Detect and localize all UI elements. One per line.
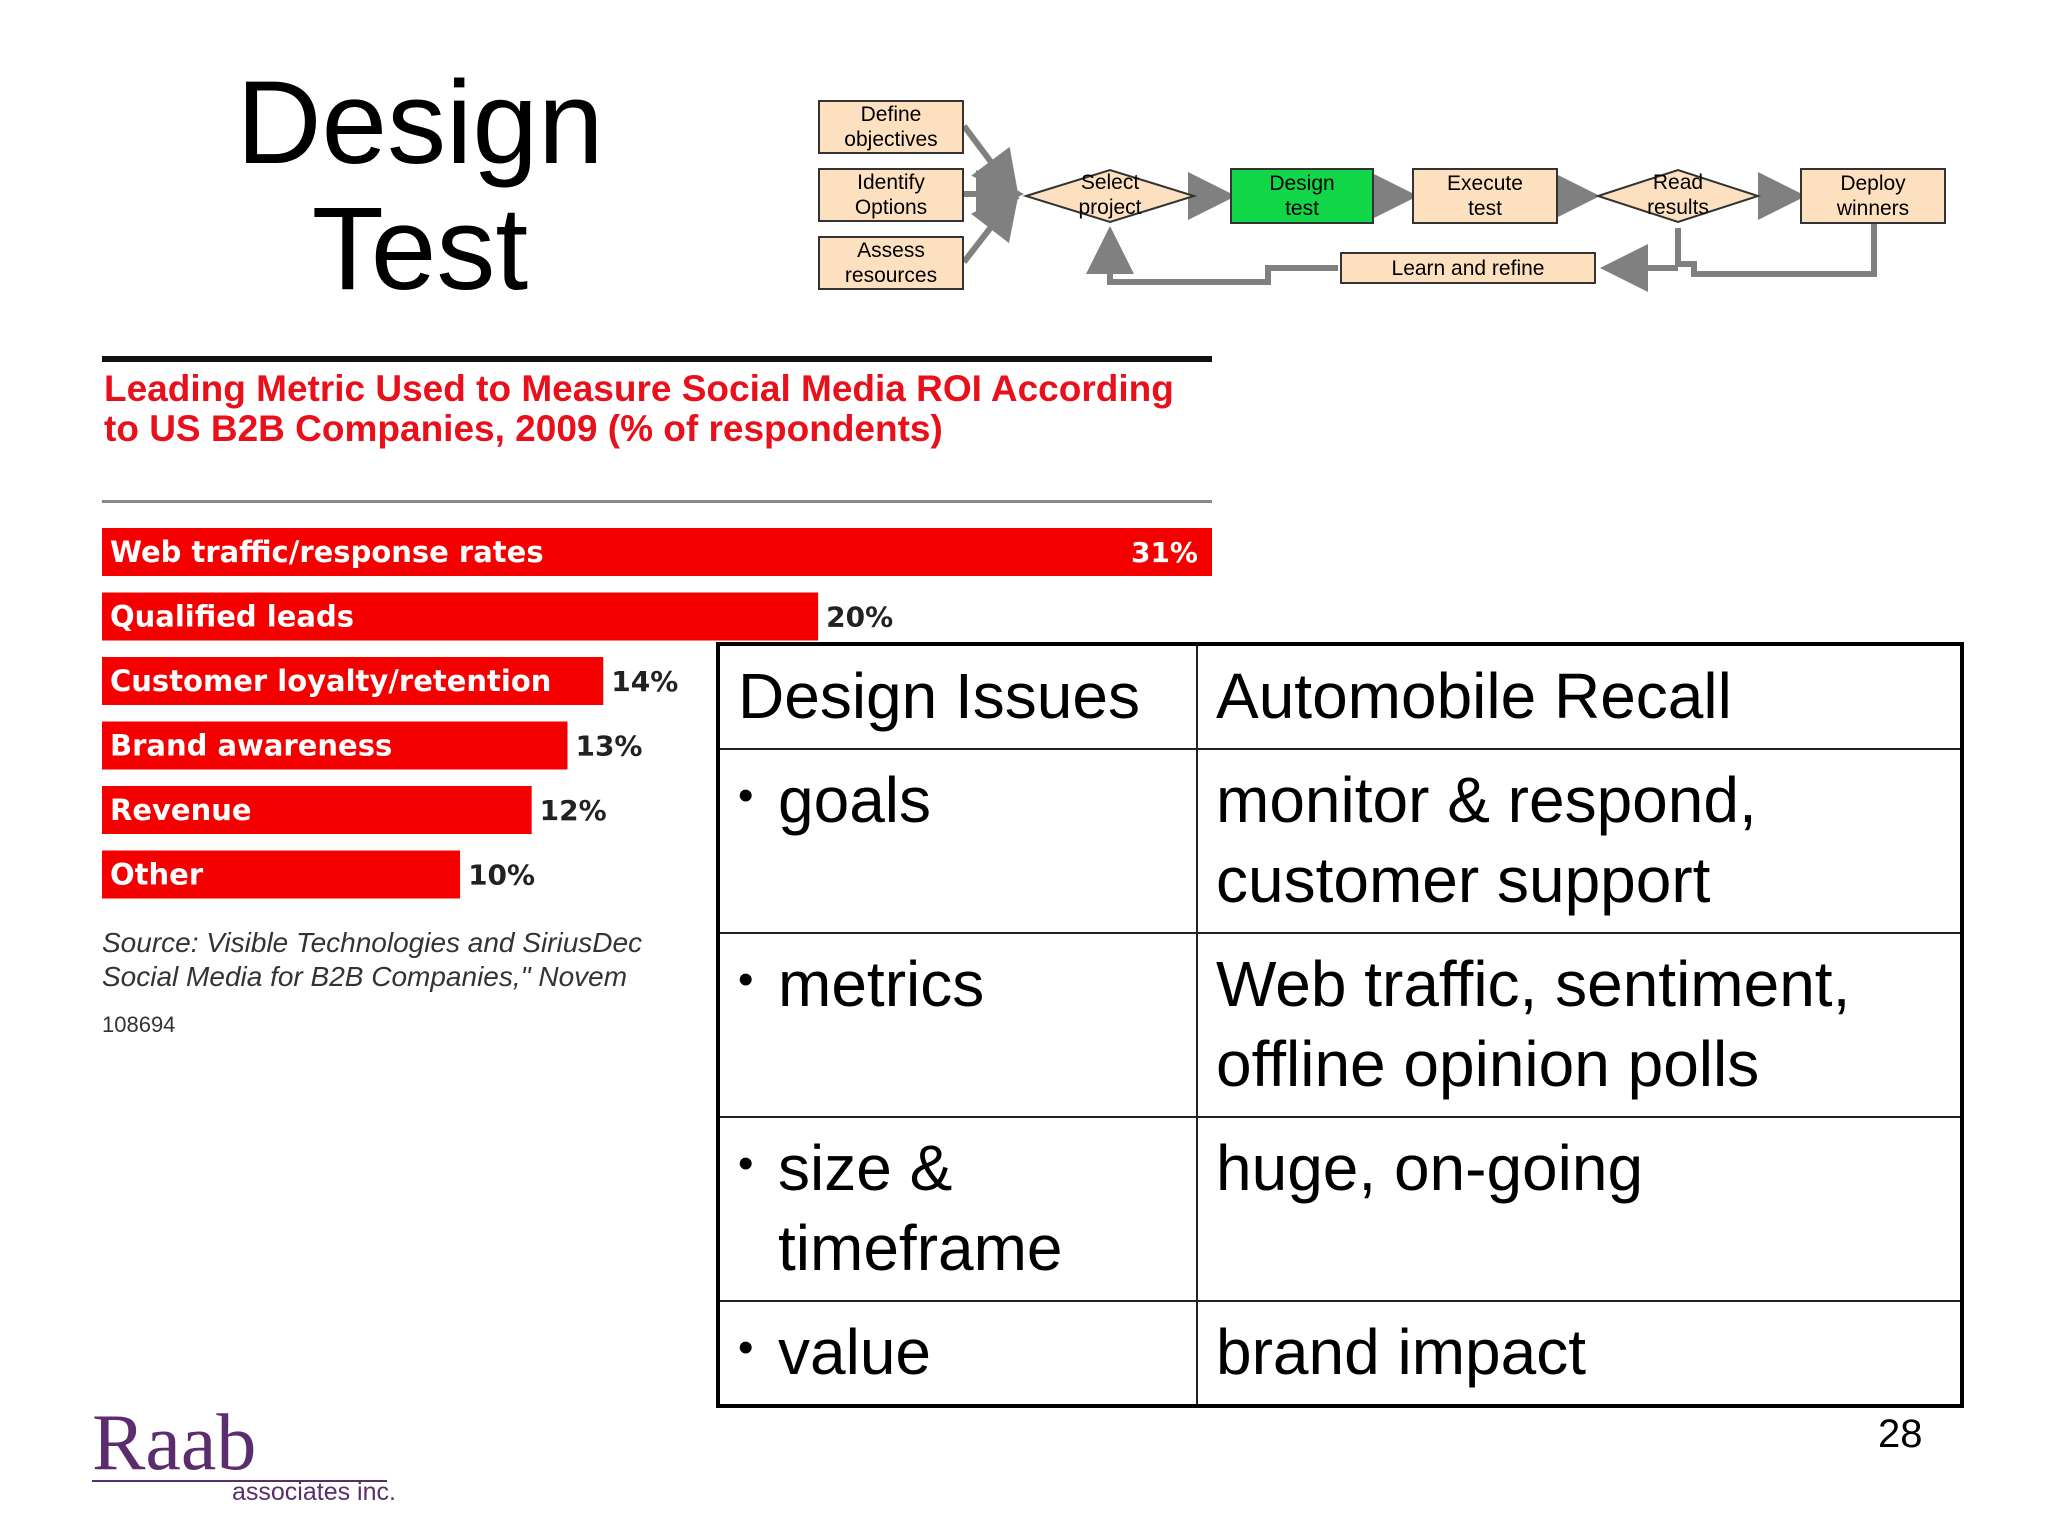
- bullet-icon: •: [738, 771, 754, 820]
- issue-value: value: [778, 1316, 931, 1388]
- page-number: 28: [1878, 1412, 1923, 1456]
- bar-3: [102, 721, 568, 770]
- bar-value-label: 20%: [826, 601, 893, 634]
- chart-title-rule: [102, 500, 1212, 503]
- bar-chart-plot: Web traffic/response rates 31% Qualified l…: [102, 528, 1212, 899]
- issue-metrics: metrics: [778, 948, 985, 1020]
- bar-4: [102, 786, 532, 834]
- bar-value-label: 10%: [468, 859, 535, 892]
- bar-2: [102, 657, 604, 705]
- bar-category-label: Web traffic/response rates: [110, 535, 544, 569]
- bar-category-label: Brand awareness: [110, 729, 392, 763]
- assess-resources-box: Assess resources: [818, 236, 964, 290]
- define-objectives-box: Define objectives: [818, 100, 964, 154]
- logo-tagline: associates inc.: [232, 1478, 396, 1506]
- raab-logo: Raab: [92, 1399, 257, 1487]
- chart-source-line-2: Social Media for B2B Companies," Novem: [102, 961, 628, 992]
- read-results-diamond: [1594, 168, 1762, 224]
- header-automobile-recall: Automobile Recall: [1196, 643, 1963, 750]
- identify-options-box: Identify Options: [818, 168, 964, 222]
- feedback-to-select: [1086, 226, 1338, 285]
- recall-value: brand impact: [1196, 1300, 1963, 1407]
- bar-value-label: 13%: [575, 730, 642, 763]
- table-row: • goals monitor & respond, customer suppo…: [717, 748, 1963, 934]
- recall-metrics: Web traffic, sentiment, offline opinion …: [1196, 932, 1963, 1118]
- flow-connectors: [961, 124, 1877, 292]
- bullet-icon: •: [738, 1139, 754, 1188]
- bar-value-label: 12%: [540, 794, 607, 827]
- recall-size-timeframe: huge, on-going: [1196, 1116, 1963, 1302]
- chart-top-rule: [102, 356, 1212, 362]
- table-row: • size & timeframe huge, on-going: [717, 1116, 1963, 1302]
- read-results-label: Read results: [1647, 171, 1709, 219]
- logo-underline: [92, 1480, 387, 1482]
- bar-category-label: Revenue: [110, 793, 252, 827]
- recall-goals: monitor & respond, customer support: [1196, 748, 1963, 934]
- select-project-label: Select project: [1078, 171, 1142, 219]
- deploy-winners-box: Deploy winners: [1800, 168, 1946, 224]
- table-header-row: Design Issues Automobile Recall: [717, 643, 1963, 750]
- bar-value-label: 14%: [611, 665, 678, 698]
- input-connector-3: [961, 190, 1020, 264]
- title-line-2: Test: [311, 183, 529, 315]
- design-issues-table: Design Issues Automobile Recall • goals m…: [716, 642, 1964, 1408]
- bar-5: [102, 850, 461, 899]
- header-design-issues: Design Issues: [717, 643, 1198, 750]
- learn-and-refine-box: Learn and refine: [1340, 252, 1596, 284]
- bullet-icon: •: [738, 1323, 754, 1372]
- design-test-box: Design test: [1230, 168, 1374, 224]
- chart-id: 108694: [102, 1012, 176, 1037]
- title-line-1: Design: [236, 57, 604, 189]
- execute-test-box: Execute test: [1412, 168, 1558, 224]
- issue-goals: goals: [778, 764, 931, 836]
- table-row: • value brand impact: [717, 1300, 1963, 1407]
- bar-value-label: 31%: [1131, 536, 1198, 569]
- issue-size-timeframe: size & timeframe: [778, 1132, 1063, 1284]
- slide-title: Design Test: [150, 60, 690, 312]
- bar-1: [102, 592, 819, 641]
- bar-category-label: Customer loyalty/retention: [110, 664, 551, 698]
- bar-category-label: Other: [110, 858, 204, 892]
- bar-category-label: Qualified leads: [110, 600, 354, 634]
- bullet-icon: •: [738, 955, 754, 1004]
- bar-0: [102, 528, 1212, 576]
- chart-source: Source: Visible Technologies and SiriusD…: [102, 926, 722, 994]
- select-project-diamond: [1022, 168, 1198, 224]
- table-row: • metrics Web traffic, sentiment, offline…: [717, 932, 1963, 1118]
- chart-title: Leading Metric Used to Measure Social Me…: [104, 368, 1174, 449]
- feedback-from-deploy: [1675, 222, 1877, 277]
- chart-source-line-1: Source: Visible Technologies and SiriusD…: [102, 927, 643, 958]
